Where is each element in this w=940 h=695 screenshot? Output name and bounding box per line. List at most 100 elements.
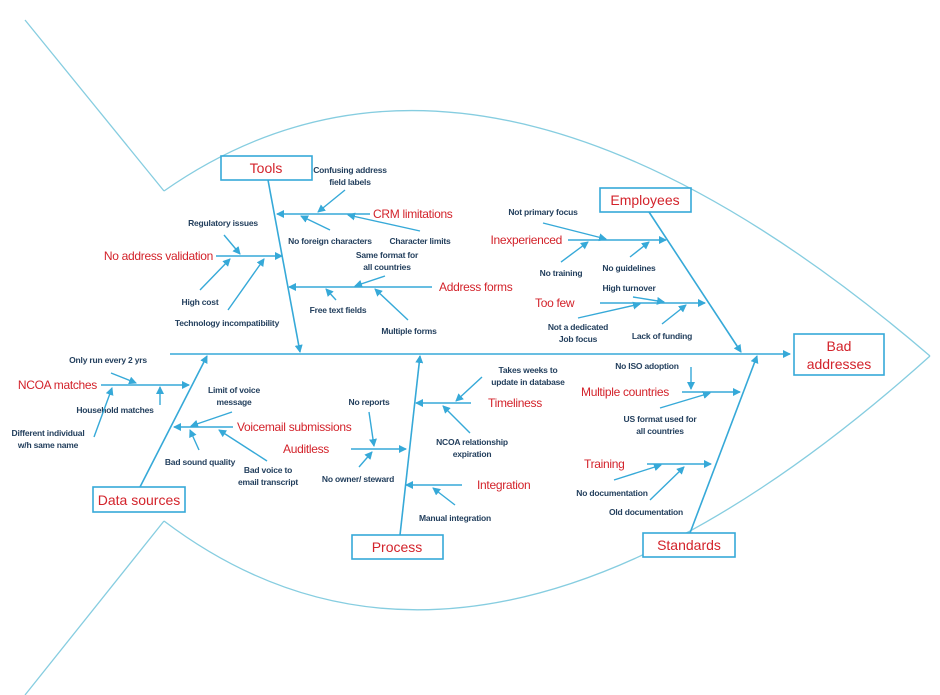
sub-cause: US format used for: [624, 414, 698, 424]
sub-arrow: [649, 466, 685, 501]
sub-arrow: [190, 411, 233, 428]
fish-tail-top: [24, 19, 165, 192]
sub-arrow: [374, 288, 409, 321]
sub-arrow: [300, 215, 331, 231]
sub-cause: No ISO adoption: [615, 361, 679, 371]
bone-data-sources: [139, 355, 208, 488]
bone-employees: [648, 211, 742, 353]
sub-arrow: [542, 222, 607, 242]
cause-label: Too few: [535, 296, 575, 310]
sub-cause: Manual integration: [419, 513, 491, 523]
sub-cause: Household matches: [76, 405, 154, 415]
sub-cause: Not primary focus: [508, 207, 578, 217]
sub-arrow: [659, 391, 711, 409]
sub-cause: No training: [540, 268, 583, 278]
sub-arrow: [432, 487, 456, 506]
sub-cause: all countries: [636, 426, 684, 436]
category-label: Data sources: [98, 492, 180, 508]
sub-cause: Same format for: [356, 250, 419, 260]
fish-outline: [24, 19, 931, 695]
sub-cause: NCOA relationship: [436, 437, 508, 447]
sub-cause: No reports: [349, 397, 390, 407]
sub-arrow: [317, 189, 346, 213]
effect-line-2: addresses: [807, 356, 872, 372]
sub-arrow: [560, 241, 589, 263]
cause-label: Voicemail submissions: [237, 420, 352, 434]
sub-cause: High cost: [182, 297, 219, 307]
effect-box: Bad addresses: [793, 333, 885, 376]
sub-arrow: [661, 304, 687, 325]
cause-too-few: Too few High turnover Not a dedicated Jo…: [535, 283, 706, 344]
fish-body-bottom: [163, 355, 931, 611]
sub-arrow: [354, 275, 386, 288]
sub-arrow: [455, 376, 483, 402]
sub-cause: Takes weeks to: [499, 365, 558, 375]
category-label: Standards: [657, 537, 721, 553]
sub-cause: message: [217, 397, 252, 407]
category-label: Employees: [610, 192, 679, 208]
sub-cause: No documentation: [576, 488, 647, 498]
sub-cause: No foreign characters: [288, 236, 372, 246]
sub-arrow: [442, 405, 471, 434]
category-process: Process: [351, 534, 444, 560]
sub-arrow: [189, 429, 200, 451]
cause-label: Address forms: [439, 280, 513, 294]
bone-process: [399, 355, 424, 536]
sub-cause: Multiple forms: [381, 326, 437, 336]
cause-label: Multiple countries: [581, 385, 669, 399]
category-tools: Tools: [220, 155, 313, 181]
cause-voicemail-submissions: Voicemail submissions Limit of voice mes…: [165, 385, 352, 487]
sub-cause: High turnover: [602, 283, 656, 293]
category-employees: Employees: [599, 187, 692, 213]
bone-standards: [689, 355, 759, 534]
fish-tail-bottom: [24, 520, 165, 695]
cause-label: NCOA matches: [18, 378, 97, 392]
sub-arrow: [347, 212, 421, 232]
sub-cause: update in database: [491, 377, 565, 387]
sub-cause: Bad voice to: [244, 465, 292, 475]
sub-cause: No guidelines: [602, 263, 656, 273]
sub-arrow: [218, 429, 268, 462]
cause-address-forms: Address forms Same format for all countr…: [288, 250, 513, 336]
cause-inexperienced: Inexperienced Not primary focus No train…: [491, 207, 667, 278]
cause-label: Auditless: [283, 442, 329, 456]
sub-arrow: [577, 301, 641, 319]
category-label: Tools: [250, 160, 283, 176]
sub-cause: Only run every 2 yrs: [69, 355, 147, 365]
sub-cause: email transcript: [238, 477, 298, 487]
sub-cause: all countries: [363, 262, 411, 272]
sub-cause: Technology incompatibility: [175, 318, 280, 328]
sub-arrow: [632, 296, 665, 305]
sub-arrow: [227, 258, 265, 311]
category-label: Process: [372, 539, 423, 555]
cause-label: Timeliness: [488, 396, 542, 410]
sub-cause: Lack of funding: [632, 331, 692, 341]
sub-arrow: [223, 234, 241, 255]
cause-label: CRM limitations: [373, 207, 453, 221]
sub-cause: Old documentation: [609, 507, 683, 517]
cause-label: Integration: [477, 478, 530, 492]
sub-cause: Not a dedicated: [548, 322, 608, 332]
sub-arrow: [368, 411, 377, 447]
sub-arrow: [93, 387, 114, 438]
sub-cause: expiration: [453, 449, 492, 459]
sub-cause: field labels: [329, 177, 371, 187]
bone-tools: [267, 179, 303, 353]
cause-no-address-validation: No address validation Regulatory issues …: [104, 218, 283, 328]
sub-cause: Confusing address: [313, 165, 387, 175]
sub-cause: Different individual: [12, 428, 85, 438]
sub-cause: w/h same name: [17, 440, 79, 450]
sub-cause: Regulatory issues: [188, 218, 258, 228]
sub-cause: Free text fields: [310, 305, 367, 315]
category-data-sources: Data sources: [92, 486, 186, 513]
sub-cause: Limit of voice: [208, 385, 260, 395]
cause-crm-limitations: CRM limitations Confusing address field …: [276, 165, 453, 246]
cause-ncoa-matches: NCOA matches Only run every 2 yrs Househ…: [12, 355, 190, 450]
sub-arrow: [613, 463, 662, 481]
sub-arrow: [629, 241, 650, 258]
cause-multiple-countries: Multiple countries No ISO adoption US fo…: [581, 361, 741, 436]
cause-timeliness: Timeliness Takes weeks to update in data…: [415, 365, 565, 459]
sub-arrow: [110, 372, 137, 385]
cause-label: Inexperienced: [491, 233, 563, 247]
